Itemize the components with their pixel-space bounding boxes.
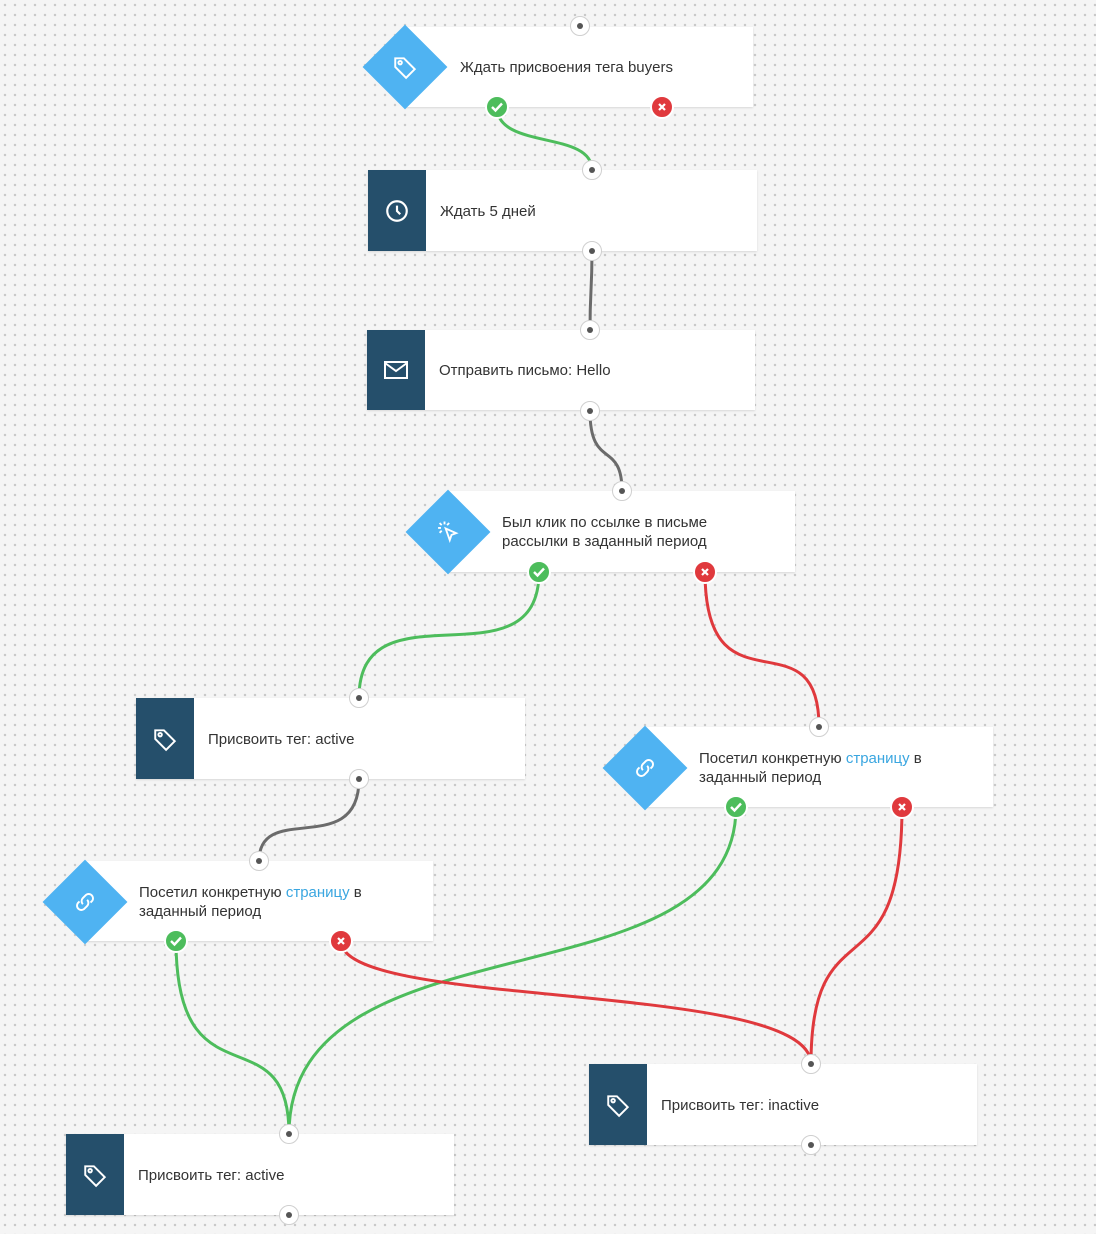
block-icon-box xyxy=(66,1134,124,1215)
no-output[interactable] xyxy=(890,795,914,819)
condition-diamond xyxy=(405,489,491,575)
node-set-active-2[interactable]: Присвоить тег: active xyxy=(66,1134,454,1215)
yes-output[interactable] xyxy=(485,95,509,119)
yes-output[interactable] xyxy=(724,795,748,819)
wire-yes-right xyxy=(287,806,738,1135)
node-send-mail[interactable]: Отправить письмо: Hello xyxy=(367,330,755,410)
node-set-active-1[interactable]: Присвоить тег: active xyxy=(136,698,525,779)
node-visit-page-right[interactable]: Посетил конкретную страницу в заданный п… xyxy=(645,727,993,807)
node-set-inactive[interactable]: Присвоить тег: inactive xyxy=(589,1064,977,1145)
wire-no-left xyxy=(339,940,813,1065)
node-label-line2: заданный период xyxy=(699,769,822,786)
wire-3 xyxy=(588,410,624,492)
block-icon-box xyxy=(136,698,194,779)
cross-icon xyxy=(898,803,906,811)
output-port[interactable] xyxy=(279,1205,299,1225)
output-port[interactable] xyxy=(580,401,600,421)
cross-icon xyxy=(701,568,709,576)
condition-diamond xyxy=(362,24,448,110)
input-port[interactable] xyxy=(570,16,590,36)
input-port[interactable] xyxy=(249,851,269,871)
output-port[interactable] xyxy=(801,1135,821,1155)
input-port[interactable] xyxy=(279,1124,299,1144)
chain-link-icon xyxy=(72,889,98,915)
no-output[interactable] xyxy=(650,95,674,119)
block-icon-box xyxy=(367,330,425,410)
node-visit-page-left[interactable]: Посетил конкретную страницу в заданный п… xyxy=(85,861,433,941)
page-link[interactable]: страницу xyxy=(285,884,350,901)
label-text: Посетил конкретную xyxy=(139,884,286,901)
wire-2 xyxy=(588,250,594,331)
node-label: Ждать присвоения тега buyers xyxy=(460,59,673,76)
cross-icon xyxy=(658,103,666,111)
page-link[interactable]: страницу xyxy=(845,750,910,767)
envelope-icon xyxy=(384,361,408,379)
node-wait-days[interactable]: Ждать 5 дней xyxy=(368,170,757,251)
yes-output[interactable] xyxy=(527,560,551,584)
label-text: Посетил конкретную xyxy=(699,750,846,767)
node-label-line1: Был клик по ссылке в письме xyxy=(502,514,708,531)
tag-icon xyxy=(154,728,177,751)
yes-output[interactable] xyxy=(164,929,188,953)
check-icon xyxy=(533,567,545,578)
label-text: в xyxy=(909,750,922,767)
node-link-click[interactable]: Был клик по ссылке в письме рассылки в з… xyxy=(448,491,795,572)
tag-icon xyxy=(392,54,418,80)
node-wait-tag[interactable]: Ждать присвоения тега buyers xyxy=(405,27,753,107)
tag-icon xyxy=(607,1094,630,1117)
wire-4 xyxy=(257,778,361,862)
input-port[interactable] xyxy=(582,160,602,180)
node-label: Ждать 5 дней xyxy=(440,203,536,220)
tag-icon xyxy=(84,1164,107,1187)
node-label: Отправить письмо: Hello xyxy=(439,362,611,379)
node-label-line1: Посетил конкретную страницу в xyxy=(139,883,362,902)
wire-yes-left xyxy=(174,940,291,1135)
cross-icon xyxy=(337,937,345,945)
input-port[interactable] xyxy=(580,320,600,340)
clock-icon xyxy=(386,199,408,222)
chain-link-icon xyxy=(632,755,658,781)
wire-yes-click xyxy=(357,571,541,699)
output-port[interactable] xyxy=(349,769,369,789)
check-icon xyxy=(170,936,182,947)
node-label-line2: рассылки в заданный период xyxy=(502,533,707,550)
wire-no-click xyxy=(703,571,821,728)
block-icon-box xyxy=(368,170,426,251)
wire-yes-1 xyxy=(495,106,594,171)
condition-diamond xyxy=(42,859,128,945)
node-label-line2: заданный период xyxy=(139,903,262,920)
check-icon xyxy=(491,102,503,113)
node-label: Присвоить тег: active xyxy=(208,731,355,748)
block-icon-box xyxy=(589,1064,647,1145)
input-port[interactable] xyxy=(349,688,369,708)
label-text: в xyxy=(349,884,362,901)
no-output[interactable] xyxy=(693,560,717,584)
wire-no-right xyxy=(809,806,904,1065)
node-label-line1: Посетил конкретную страницу в xyxy=(699,749,922,768)
no-output[interactable] xyxy=(329,929,353,953)
cursor-click-icon xyxy=(434,518,462,546)
output-port[interactable] xyxy=(582,241,602,261)
input-port[interactable] xyxy=(809,717,829,737)
input-port[interactable] xyxy=(612,481,632,501)
input-port[interactable] xyxy=(801,1054,821,1074)
condition-diamond xyxy=(602,725,688,811)
check-icon xyxy=(730,802,742,813)
node-label: Присвоить тег: active xyxy=(138,1167,285,1184)
node-label: Присвоить тег: inactive xyxy=(661,1097,820,1114)
